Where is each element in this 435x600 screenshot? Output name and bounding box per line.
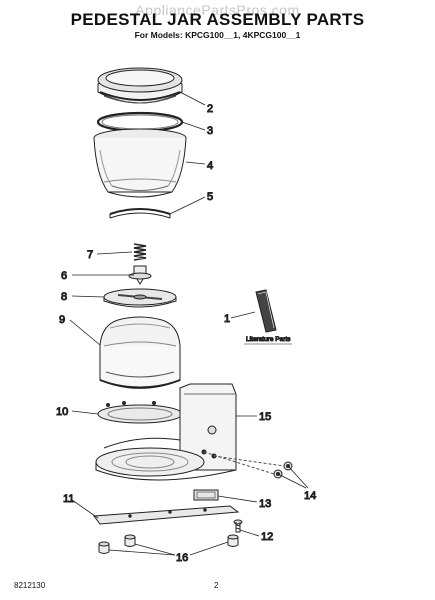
callout-15: 15 bbox=[259, 411, 271, 423]
models-subtitle: For Models: KPCG100__1, 4KPCG100__1 bbox=[134, 30, 301, 40]
callout-3: 3 bbox=[207, 125, 213, 137]
callout-8: 8 bbox=[61, 291, 67, 303]
callout-11: 11 bbox=[63, 493, 74, 505]
part-gasket-ring bbox=[96, 111, 184, 133]
part-literature-booklet bbox=[244, 289, 292, 345]
part-feet bbox=[98, 534, 239, 554]
callout-16: 16 bbox=[176, 552, 188, 564]
literature-parts-label: Literature Parts bbox=[246, 336, 291, 343]
leader-lines bbox=[69, 91, 309, 556]
part-seal bbox=[109, 208, 171, 219]
part-base-plate bbox=[93, 505, 240, 525]
callout-7: 7 bbox=[87, 249, 93, 261]
page-title: PEDESTAL JAR ASSEMBLY PARTS bbox=[70, 10, 365, 29]
callout-13: 13 bbox=[259, 498, 271, 510]
footer-code: 8212130 bbox=[14, 581, 46, 590]
part-valve bbox=[128, 265, 152, 285]
part-pedestal-housing bbox=[95, 383, 237, 481]
callout-1: 1 bbox=[224, 313, 230, 325]
watermark: AppliancePartsPros.com bbox=[135, 2, 300, 18]
callout-2: 2 bbox=[207, 103, 213, 115]
callout-10: 10 bbox=[56, 406, 68, 418]
footer-page-number: 2 bbox=[214, 581, 219, 590]
callout-4: 4 bbox=[207, 160, 213, 172]
callout-12: 12 bbox=[261, 531, 273, 543]
part-lid bbox=[97, 67, 183, 104]
part-cover bbox=[193, 489, 219, 501]
callout-5: 5 bbox=[207, 191, 213, 203]
callout-6: 6 bbox=[61, 270, 67, 282]
part-upper-jar bbox=[93, 128, 187, 198]
callout-9: 9 bbox=[59, 314, 65, 326]
callout-14: 14 bbox=[304, 490, 316, 502]
part-disc bbox=[97, 401, 183, 424]
part-spring bbox=[133, 243, 147, 261]
part-plate bbox=[103, 288, 177, 308]
part-lower-jar bbox=[99, 316, 181, 389]
part-screw bbox=[233, 519, 243, 533]
